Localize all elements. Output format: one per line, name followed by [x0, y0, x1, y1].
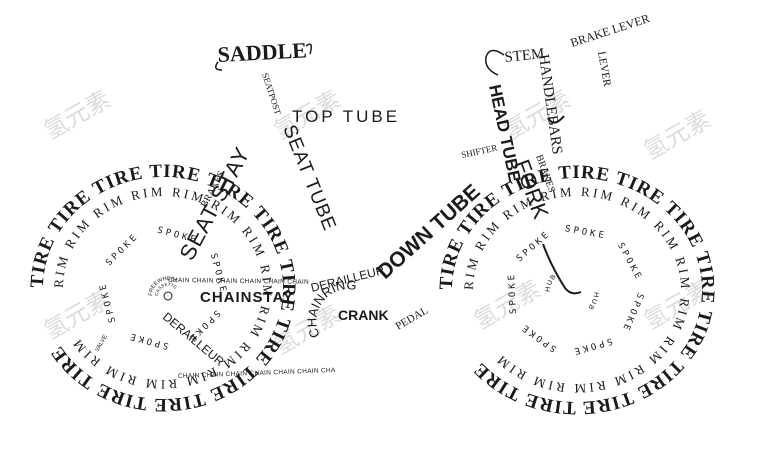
- front-rim-text: RIM RIM RIM RIM RIM RIM RIM RIM RIM RIM …: [461, 184, 693, 396]
- cassette-center: [163, 291, 173, 301]
- watermark-text: 氢元素: [639, 105, 715, 165]
- spoke-label: SPOKE: [564, 224, 607, 241]
- stem-curl: [485, 49, 505, 76]
- chainstay-label: CHAINSTAY: [200, 289, 294, 306]
- stem-label: STEM: [504, 46, 545, 66]
- top-tube-label: TOP TUBE: [292, 107, 400, 126]
- spoke-label: SPOKE: [507, 272, 519, 315]
- shifter-label: SHIFTER: [460, 143, 498, 160]
- hub-text: HUB: [545, 273, 558, 293]
- pedal-label: PEDAL: [394, 304, 431, 332]
- watermark-text: 氢元素: [39, 85, 115, 145]
- chain-top-text: CHAIN CHAIN CHAIN CHAIN CHAIN CHAIN: [168, 277, 309, 286]
- spoke-label: SPOKE: [127, 330, 170, 351]
- spoke-label: SPOKE: [104, 231, 141, 268]
- spoke-label: SPOKE: [615, 241, 644, 283]
- spoke-label: SPOKE: [519, 321, 559, 354]
- handlebar-drop: [547, 115, 565, 124]
- crank-label: CRANK: [338, 307, 389, 323]
- spoke-label: SPOKE: [570, 335, 613, 356]
- hub-text: HUB: [586, 292, 599, 312]
- spoke-label: SPOKE: [515, 229, 553, 264]
- brake-lever-label-2: LEVER: [595, 50, 613, 88]
- saddle-curl: [215, 43, 313, 71]
- brake-lever-label: BRAKE LEVER: [569, 11, 652, 50]
- seatpost-label: SEATPOST: [260, 72, 283, 117]
- saddle-label: SADDLE: [217, 37, 307, 67]
- valve-label: VALVE: [95, 334, 109, 353]
- fork-curve: [542, 243, 582, 295]
- seat-tube-label: SEAT TUBE: [278, 122, 340, 234]
